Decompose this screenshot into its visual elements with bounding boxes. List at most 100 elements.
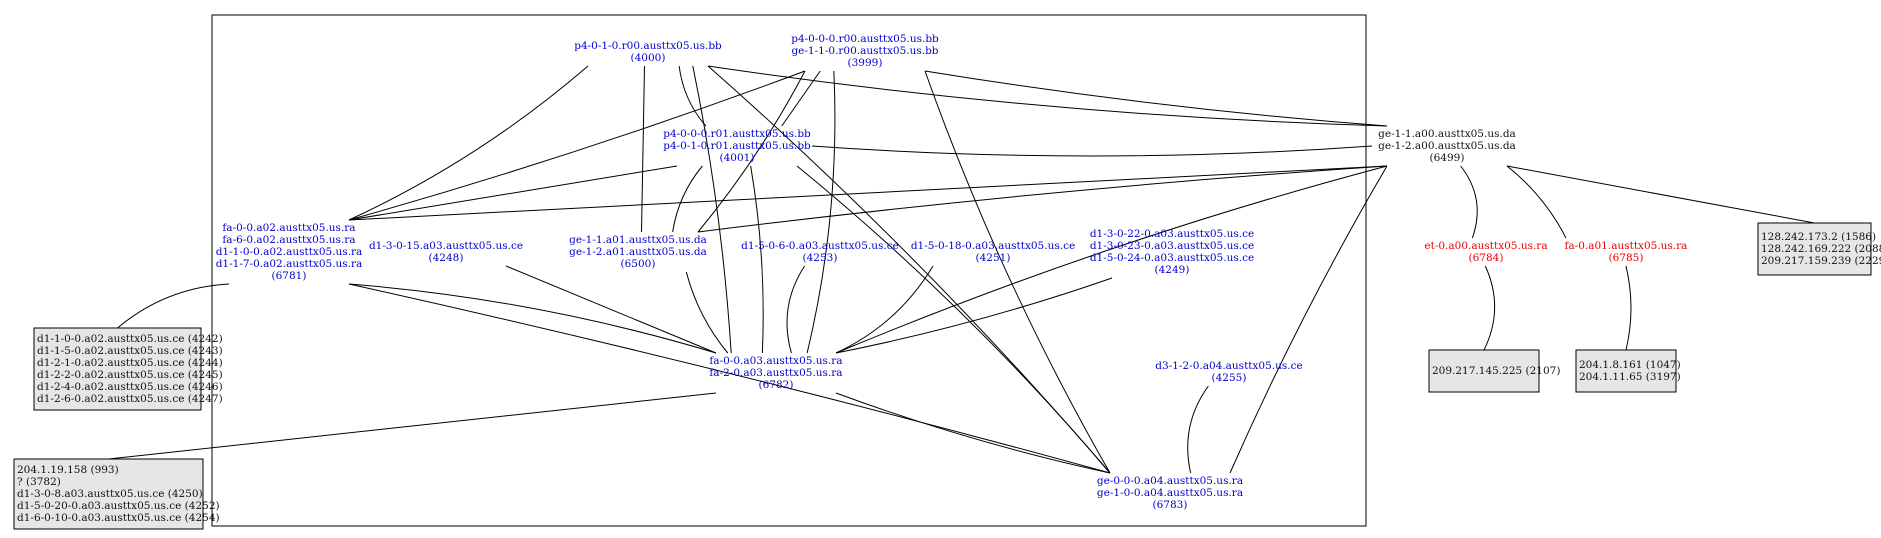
box-label-line: d1-3-0-8.a03.austtx05.us.ce (4250) xyxy=(17,488,203,500)
node-label-line: (6784) xyxy=(1469,252,1504,264)
node-a04ce: d3-1-2-0.a04.austtx05.us.ce(4255) xyxy=(1155,360,1302,384)
edge-a03ra-a04ra xyxy=(835,392,1111,474)
box-label-line: d1-1-5-0.a02.austtx05.us.ce (4243) xyxy=(37,345,223,357)
node-label-line: fa-2-0.a03.austtx05.us.ra xyxy=(709,367,842,379)
edge-layer xyxy=(108,65,1815,474)
edge-r01-a03ra xyxy=(750,165,764,354)
node-a00ra: et-0.a00.austtx05.us.ra(6784) xyxy=(1424,240,1547,264)
edge-r01-da00 xyxy=(811,145,1373,157)
box-bce02: d1-1-0-0.a02.austtx05.us.ce (4242)d1-1-5… xyxy=(33,327,223,411)
edge-r00b-a04ra xyxy=(924,70,1111,474)
node-label-line: ge-1-2.a01.austtx05.us.da xyxy=(569,246,707,258)
box-rect xyxy=(1428,349,1540,393)
edge-da00-b128 xyxy=(1506,165,1815,224)
edge-a03ce_4248-a03ra xyxy=(505,265,717,354)
box-label-line: d1-5-0-20-0.a03.austtx05.us.ce (4252) xyxy=(17,500,220,512)
node-label-line: fa-0-0.a03.austtx05.us.ra xyxy=(709,355,842,367)
node-a01da: ge-1-1.a01.austtx05.us.dage-1-2.a01.aust… xyxy=(569,234,707,270)
edge-a03ce_4249-a03ra xyxy=(835,277,1113,354)
node-label-line: d1-3-0-22-0.a03.austtx05.us.ce xyxy=(1090,228,1254,240)
node-label-line: d3-1-2-0.a04.austtx05.us.ce xyxy=(1155,360,1302,372)
node-a01ra: fa-0.a01.austtx05.us.ra(6785) xyxy=(1565,240,1688,264)
box-rect xyxy=(13,458,204,530)
edge-a01da-a03ra xyxy=(685,271,729,354)
edge-r00b-a03ra xyxy=(806,70,836,354)
edge-da00-a01ra xyxy=(1506,165,1567,239)
edge-a03ce_4251-a03ra xyxy=(835,265,934,354)
node-label-line: d1-3-0-23-0.a03.austtx05.us.ce xyxy=(1090,240,1254,252)
node-label-line: p4-0-1-0.r01.austtx05.us.bb xyxy=(663,140,811,152)
node-label-line: (4000) xyxy=(631,52,666,64)
node-label-line: ge-1-1-0.r00.austtx05.us.bb xyxy=(791,45,938,57)
edge-da00-a02ra xyxy=(348,165,1388,221)
node-da00: ge-1-1.a00.austtx05.us.dage-1-2.a00.aust… xyxy=(1378,128,1516,164)
node-label-line: (6783) xyxy=(1153,499,1188,511)
node-a03ce_4248: d1-3-0-15.a03.austtx05.us.ce(4248) xyxy=(369,240,523,264)
edge-a02ra-a04ra xyxy=(348,283,1111,474)
cluster-frame xyxy=(211,14,1367,527)
box-b204: 204.1.8.161 (1047)204.1.11.65 (3197) xyxy=(1575,349,1681,393)
edge-da00-a00ra xyxy=(1460,165,1478,239)
node-label-line: d1-5-0-18-0.a03.austtx05.us.ce xyxy=(911,240,1075,252)
node-r01: p4-0-0-0.r01.austtx05.us.bbp4-0-1-0.r01.… xyxy=(663,128,811,164)
edge-da00-a04ra xyxy=(1229,165,1388,474)
node-layer: p4-0-1-0.r00.austtx05.us.bb(4000) p4-0-0-… xyxy=(13,33,1881,530)
node-label-line: ge-1-0-0.a04.austtx05.us.ra xyxy=(1097,487,1243,499)
node-label-line: p4-0-0-0.r00.austtx05.us.bb xyxy=(791,33,939,45)
box-rect xyxy=(33,327,202,411)
node-r00: p4-0-1-0.r00.austtx05.us.bb(4000) xyxy=(574,40,722,64)
node-a03ce_4249: d1-3-0-22-0.a03.austtx05.us.ced1-3-0-23-… xyxy=(1090,228,1254,276)
box-b128: 128.242.173.2 (1586)128.242.169.222 (208… xyxy=(1757,222,1881,276)
edge-a02ra-a03ra xyxy=(348,283,717,354)
node-label-line: p4-0-1-0.r00.austtx05.us.bb xyxy=(574,40,722,52)
box-label-line: 209.217.159.239 (2229) xyxy=(1761,255,1881,267)
box-label-line: d1-2-1-0.a02.austtx05.us.ce (4244) xyxy=(37,357,223,369)
edge-r00b-a02ra xyxy=(348,70,806,221)
box-b209: 209.217.145.225 (2107) xyxy=(1428,349,1560,393)
box-label-line: d1-2-2-0.a02.austtx05.us.ce (4245) xyxy=(37,369,223,381)
node-label-line: d1-3-0-15.a03.austtx05.us.ce xyxy=(369,240,523,252)
node-label-line: (6500) xyxy=(621,258,656,270)
edge-r00-a01da xyxy=(641,65,645,233)
edge-r01-a04ra xyxy=(796,165,1111,474)
edge-a01ra-b204 xyxy=(1625,265,1632,351)
node-label-line: fa-0-0.a02.austtx05.us.ra xyxy=(222,222,355,234)
box-label-line: d1-6-0-10-0.a03.austtx05.us.ce (4254) xyxy=(17,512,220,524)
node-a03ce_4251: d1-5-0-18-0.a03.austtx05.us.ce(4251) xyxy=(911,240,1075,264)
node-a03ra: fa-0-0.a03.austtx05.us.rafa-2-0.a03.aust… xyxy=(709,355,842,391)
node-label-line: ge-1-2.a00.austtx05.us.da xyxy=(1378,140,1516,152)
node-label-line: d1-1-0-0.a02.austtx05.us.ra xyxy=(216,246,363,258)
node-label-line: p4-0-0-0.r01.austtx05.us.bb xyxy=(663,128,811,140)
edge-da00-a03ra xyxy=(835,165,1388,354)
node-label-line: fa-0.a01.austtx05.us.ra xyxy=(1565,240,1688,252)
node-label-line: ge-1-1.a01.austtx05.us.da xyxy=(569,234,707,246)
box-label-line: 204.1.8.161 (1047) xyxy=(1579,359,1681,371)
edge-r00-r01 xyxy=(678,65,707,127)
edge-r00-a02ra xyxy=(348,65,589,221)
edge-a00ra-b209 xyxy=(1483,265,1496,351)
node-label-line: d1-1-7-0.a02.austtx05.us.ra xyxy=(216,258,363,270)
node-label-line: ge-1-1.a00.austtx05.us.da xyxy=(1378,128,1516,140)
edge-r01-a01da xyxy=(672,165,703,233)
node-label-line: (6782) xyxy=(759,379,794,391)
box-label-line: d1-1-0-0.a02.austtx05.us.ce (4242) xyxy=(37,333,223,345)
box-label-line: d1-2-4-0.a02.austtx05.us.ce (4246) xyxy=(37,381,223,393)
edge-r01-a02ra xyxy=(348,165,678,221)
node-label-line: ge-0-0-0.a04.austtx05.us.ra xyxy=(1097,475,1243,487)
node-label-line: fa-6-0.a02.austtx05.us.ra xyxy=(222,234,355,246)
edge-a04ce-a04ra xyxy=(1187,385,1209,474)
box-label-line: 128.242.173.2 (1586) xyxy=(1761,231,1876,243)
box-label-line: 128.242.169.222 (2088) xyxy=(1761,243,1881,255)
node-r00b: p4-0-0-0.r00.austtx05.us.bbge-1-1-0.r00.… xyxy=(791,33,939,69)
node-label-line: (4251) xyxy=(976,252,1011,264)
node-label-line: (4249) xyxy=(1155,264,1190,276)
node-label-line: (6781) xyxy=(272,270,307,282)
edge-a02ra-bce02 xyxy=(117,283,230,329)
edge-a03ce_4253-a03ra xyxy=(786,265,806,354)
box-label-line: d1-2-6-0.a02.austtx05.us.ce (4247) xyxy=(37,393,223,405)
node-label-line: (6785) xyxy=(1609,252,1644,264)
node-label-line: (4001) xyxy=(720,152,755,164)
node-a04ra: ge-0-0-0.a04.austtx05.us.rage-1-0-0.a04.… xyxy=(1097,475,1243,511)
box-label-line: 204.1.11.65 (3197) xyxy=(1579,371,1681,383)
